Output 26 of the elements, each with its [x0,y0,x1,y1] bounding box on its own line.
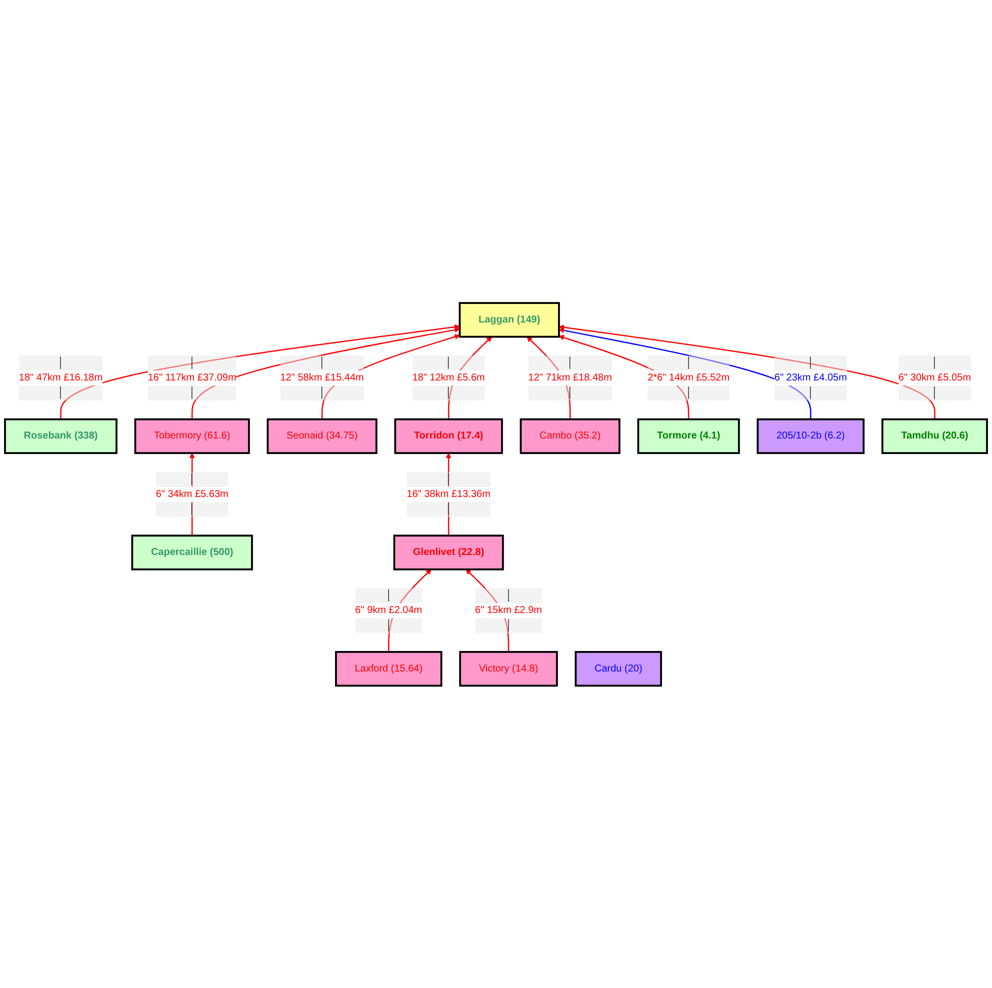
edge-label: 6" 15km £2.9m [475,604,542,616]
node-box: Tobermory (61.6) [134,418,250,454]
node-box: Tormore (4.1) [637,418,740,454]
node-box: Cardu (20) [574,650,662,686]
edge-label: 16" 117km £37.09m [148,372,236,383]
node-box: Seonaid (34.75) [266,418,378,454]
node-box: Cambo (35.2) [520,418,620,454]
edge-label: 6" 23km £4.05m [774,372,847,383]
edge-label: 6" 30km £5.05m [898,372,971,383]
edge-label: 12" 58km £15.44m [280,372,364,383]
node-box: Rosebank (338) [4,418,118,454]
node-box: Laggan (149) [458,302,560,338]
edge-label: 18" 47km £16.18m [18,372,103,383]
node-box: Capercaillie (500) [131,534,253,570]
node-box: Torridon (17.4) [394,418,503,454]
edge-label: 2*6" 14km £5.52m [648,372,730,383]
edge-label: 6" 34km £5.63m [156,488,228,499]
edge-label: 6" 9km £2.04m [355,604,422,616]
node-box: Victory (14.8) [459,650,558,686]
edge-label: 12" 71km £18.48m [528,372,612,383]
node-box: Laxford (15.64) [335,650,442,686]
edge-label: 18" 12km £5.6m [412,372,485,383]
edge-label: 16" 38km £13.36m [406,488,490,499]
node-box: Glenlivet (22.8) [393,534,504,570]
node-box: 205/10-2b (6.2) [756,418,865,454]
node-box: Tamdhu (20.6) [881,418,988,454]
